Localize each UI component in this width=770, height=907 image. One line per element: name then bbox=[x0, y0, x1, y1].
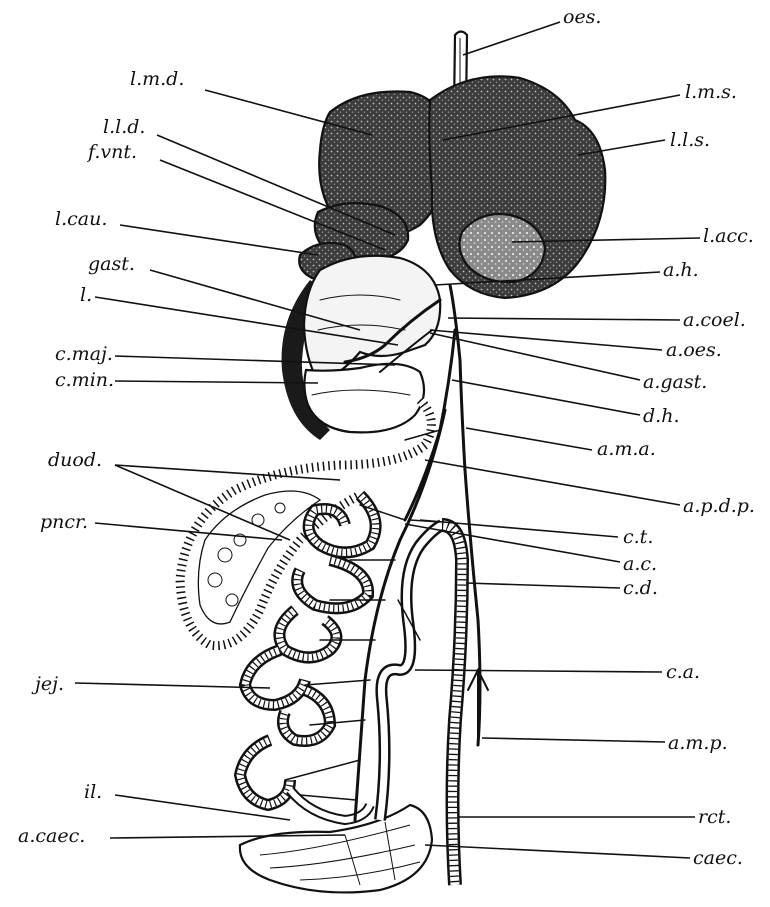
label-duodenum: duod. bbox=[48, 449, 102, 471]
label-liver-lateral-left: l.l.s. bbox=[670, 129, 710, 151]
arrow-posterior-mesenteric bbox=[468, 670, 488, 745]
label-liver-median-left: l.m.s. bbox=[685, 81, 737, 103]
label-rectum: rct. bbox=[698, 806, 731, 828]
label-oesophagus: oes. bbox=[563, 6, 601, 28]
label-gastric: gast. bbox=[88, 253, 135, 275]
label-liver-accessory: l.acc. bbox=[703, 225, 754, 247]
label-liver-median-right: l.m.d. bbox=[130, 68, 184, 90]
label-colon-descending: c.d. bbox=[623, 577, 658, 599]
label-liver-caudate: l.cau. bbox=[55, 208, 107, 230]
label-colon-ascending: c.a. bbox=[666, 661, 700, 683]
label-ileum: il. bbox=[84, 781, 102, 803]
label-caecum: caec. bbox=[693, 847, 743, 869]
label-pancreas: pncr. bbox=[40, 511, 88, 533]
label-liver-lateral-right: l.l.d. bbox=[103, 116, 145, 138]
label-curvature-minor: c.min. bbox=[55, 369, 114, 391]
label-coeliac-artery: a.coel. bbox=[683, 309, 746, 331]
label-gastric-artery: a.gast. bbox=[643, 371, 707, 393]
stomach-lower bbox=[304, 364, 424, 433]
label-l: l. bbox=[80, 284, 92, 306]
label-posterior-mesenteric-artery: a.m.p. bbox=[668, 732, 728, 754]
label-falciform-ventral: f.vnt. bbox=[86, 141, 137, 163]
label-hepatic-artery: a.h. bbox=[663, 259, 699, 281]
label-jejunum: jej. bbox=[31, 673, 64, 695]
label-anterior-mesenteric-artery: a.m.a. bbox=[597, 438, 656, 460]
label-oesophageal-artery: a.oes. bbox=[666, 339, 722, 361]
label-caecal-artery: a.caec. bbox=[18, 825, 85, 847]
label-pancreaticoduodenal-artery: a.p.d.p. bbox=[683, 495, 755, 517]
label-colic-artery: a.c. bbox=[623, 553, 657, 575]
label-colon-transverse: c.t. bbox=[623, 526, 653, 548]
label-curvature-major: c.maj. bbox=[55, 343, 113, 365]
label-hepatic-duct: d.h. bbox=[643, 405, 679, 427]
mesenteric-artery bbox=[355, 410, 445, 820]
